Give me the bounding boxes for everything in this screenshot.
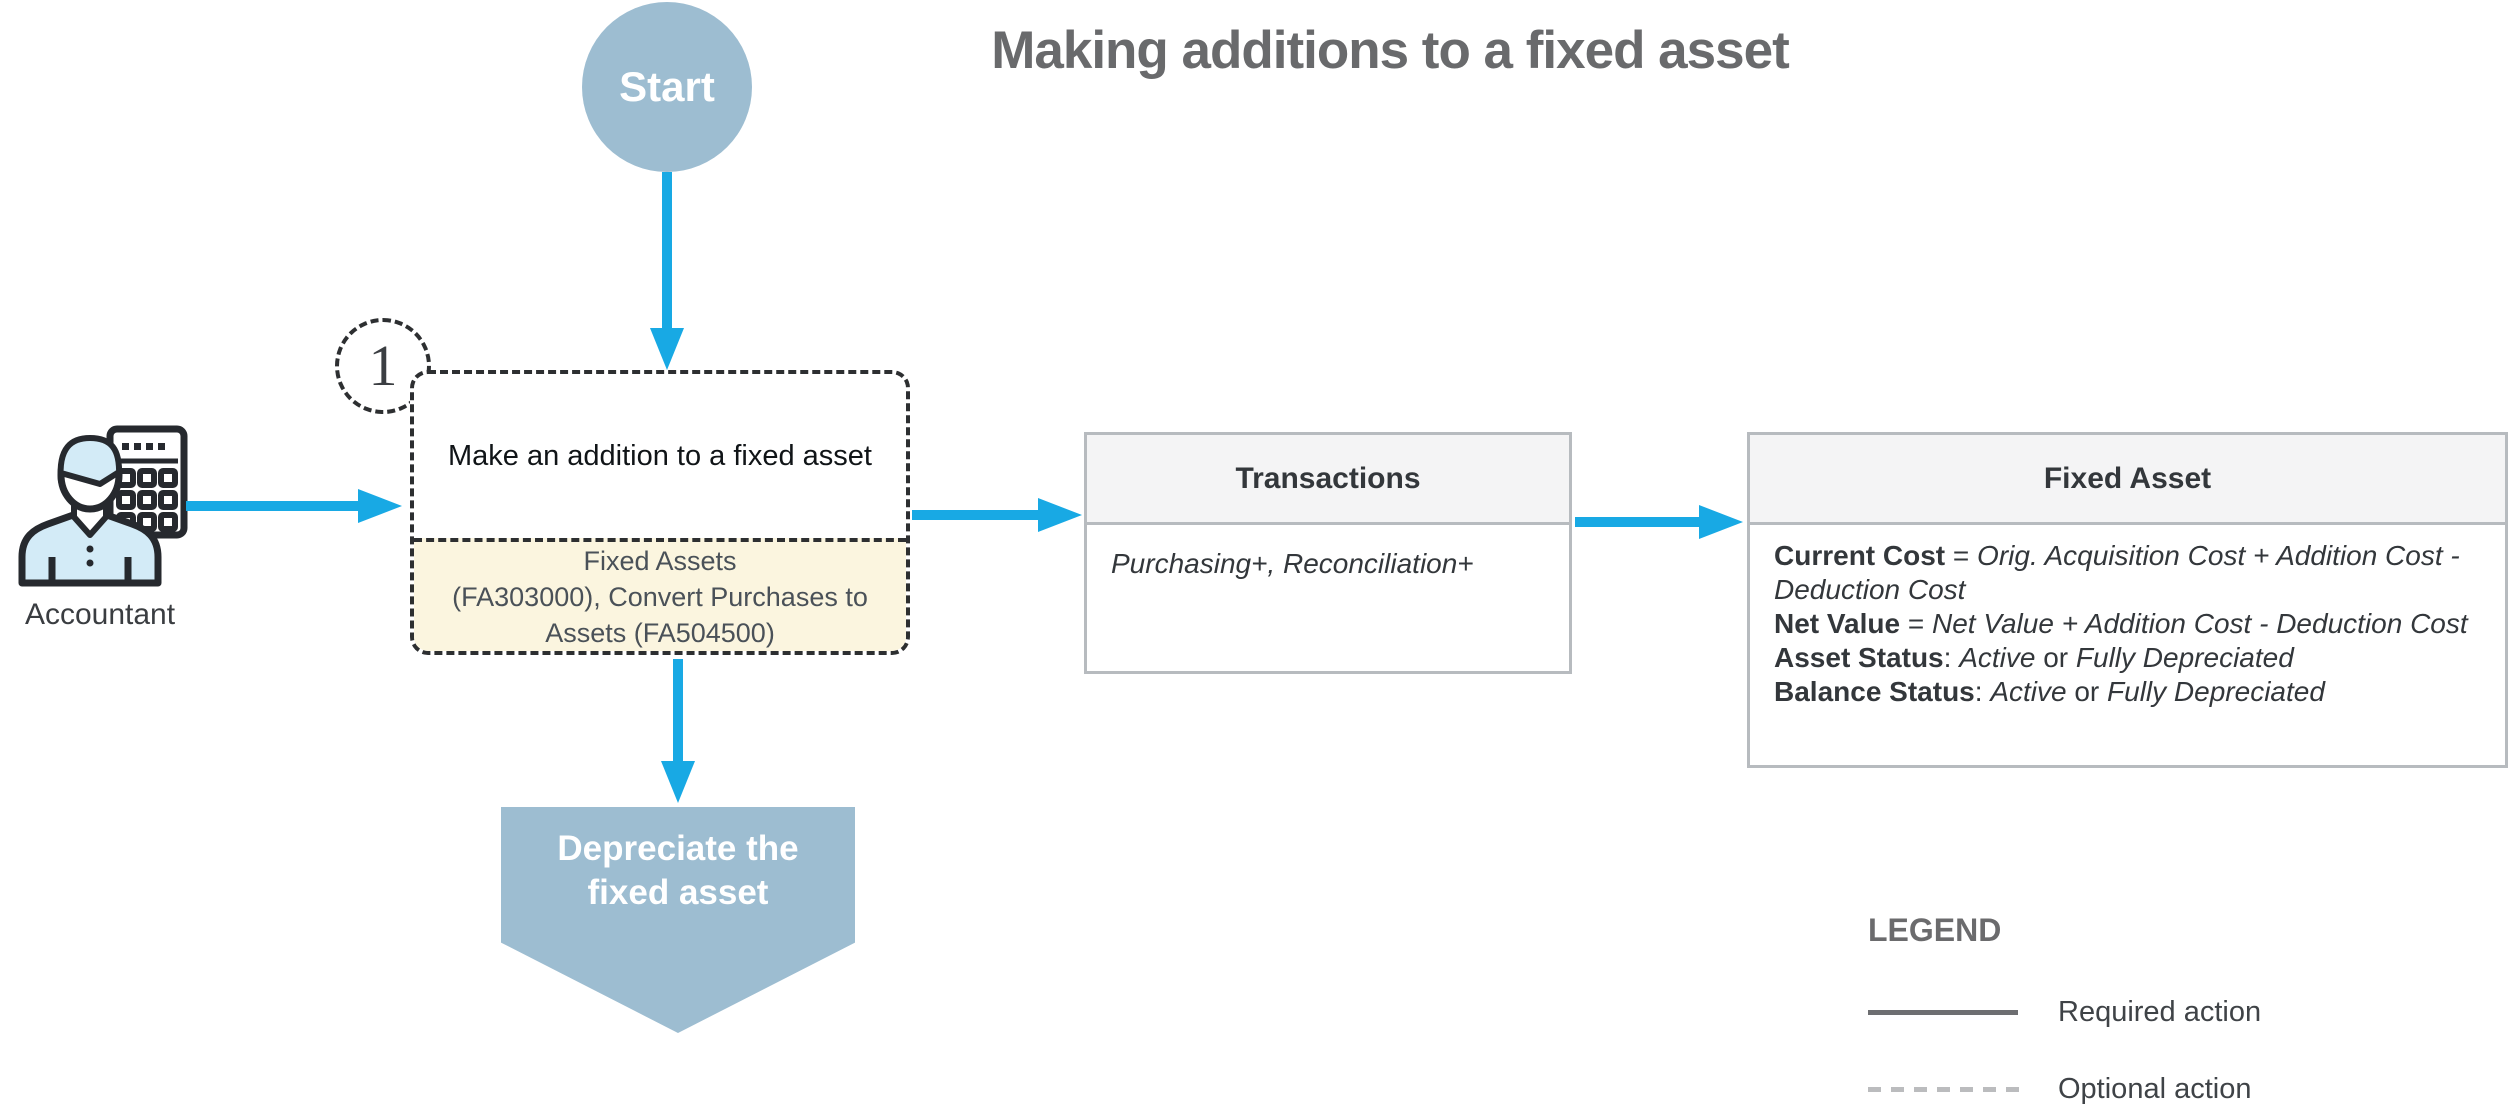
step-screens-text: Fixed Assets (FA303000), Convert Purchas…	[414, 538, 906, 651]
fixed-asset-header: Fixed Asset	[1750, 435, 2505, 525]
depreciate-node: Depreciate the fixed asset	[501, 807, 855, 1033]
arrow-down-icon	[661, 761, 695, 803]
arrow-step-to-transactions	[912, 510, 1040, 520]
transactions-body: Purchasing+, Reconciliation+	[1111, 548, 1474, 579]
step-number: 1	[368, 333, 398, 398]
depreciate-node-label: Depreciate the fixed asset	[557, 829, 799, 912]
arrow-right-icon	[1699, 505, 1743, 539]
page-title: Making additions to a fixed asset	[991, 21, 1790, 80]
step-number-badge: 1	[335, 318, 431, 414]
fixed-asset-box: Fixed Asset Current Cost = Orig. Acquisi…	[1747, 432, 2508, 768]
arrow-transactions-to-fixed-asset	[1575, 517, 1701, 527]
legend-solid-line-icon	[1868, 1010, 2018, 1015]
start-node: Start	[582, 2, 752, 172]
arrow-start-to-step	[662, 172, 672, 330]
fa-row-current-cost: Current Cost = Orig. Acquisition Cost + …	[1774, 540, 2460, 605]
fa-row-balance-status: Balance Status: Active or Fully Deprecia…	[1774, 676, 2325, 707]
actor-label: Accountant	[24, 598, 176, 631]
arrow-right-icon	[1038, 498, 1082, 532]
fixed-asset-body: Current Cost = Orig. Acquisition Cost + …	[1750, 525, 2505, 709]
person-calculator-icon	[18, 425, 188, 587]
arrow-down-icon	[650, 328, 684, 370]
arrow-step-to-depreciate	[673, 659, 683, 763]
legend-item-optional: Optional action	[2058, 1073, 2252, 1105]
transactions-box: Transactions Purchasing+, Reconciliation…	[1084, 432, 1572, 674]
start-node-label: Start	[619, 63, 715, 110]
arrow-right-icon	[358, 489, 402, 523]
step-box: Make an addition to a fixed asset Fixed …	[410, 370, 910, 655]
legend-title: LEGEND	[1868, 912, 2002, 948]
step-action-text: Make an addition to a fixed asset	[448, 439, 872, 472]
transactions-header: Transactions	[1087, 435, 1569, 525]
legend-item-required: Required action	[2058, 996, 2262, 1028]
arrow-actor-to-step	[186, 501, 358, 511]
fa-row-asset-status: Asset Status: Active or Fully Depreciate…	[1774, 642, 2294, 673]
fa-row-net-value: Net Value = Net Value + Addition Cost - …	[1774, 608, 2468, 639]
legend-dashed-line-icon	[1868, 1087, 2020, 1092]
